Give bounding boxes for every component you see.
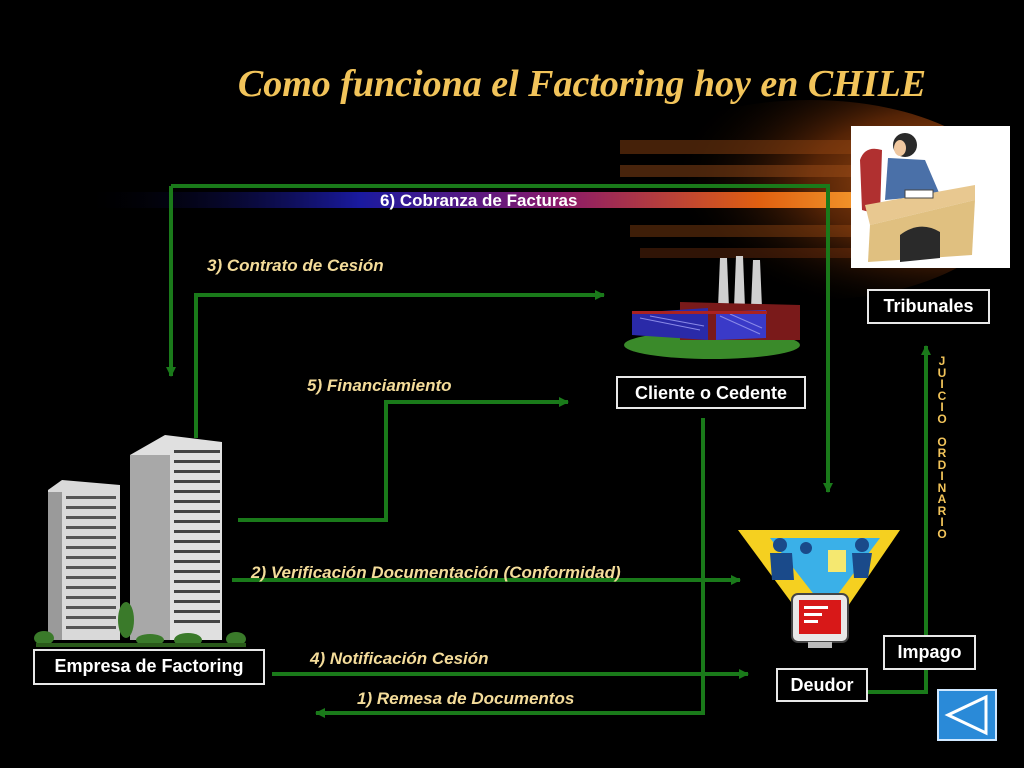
arrow-1-remesa (315, 418, 705, 718)
back-nav-icon (944, 694, 988, 736)
arrow-5-financiamiento (238, 397, 569, 522)
flow-4-label: 4) Notificación Cesión (310, 649, 489, 668)
impago-box: Impago (883, 635, 976, 670)
tribunales-box: Tribunales (867, 289, 990, 324)
empresa-box: Empresa de Factoring (33, 649, 265, 685)
arrow-6-cobranza (171, 184, 833, 493)
page-title: Como funciona el Factoring hoy en CHILE (237, 63, 927, 105)
arrow-3-contrato (194, 290, 605, 438)
flow-6-label: 6) Cobranza de Facturas (380, 191, 578, 210)
flow-2-label: 2) Verificación Documentación (Conformid… (251, 563, 621, 582)
flow-5-label: 5) Financiamiento (307, 376, 452, 395)
deudor-box: Deudor (776, 668, 868, 702)
cliente-box: Cliente o Cedente (616, 376, 806, 409)
flow-3-label: 3) Contrato de Cesión (207, 256, 384, 275)
arrow-impago-tribunales (866, 345, 931, 694)
flow-1-label: 1) Remesa de Documentos (357, 689, 575, 708)
